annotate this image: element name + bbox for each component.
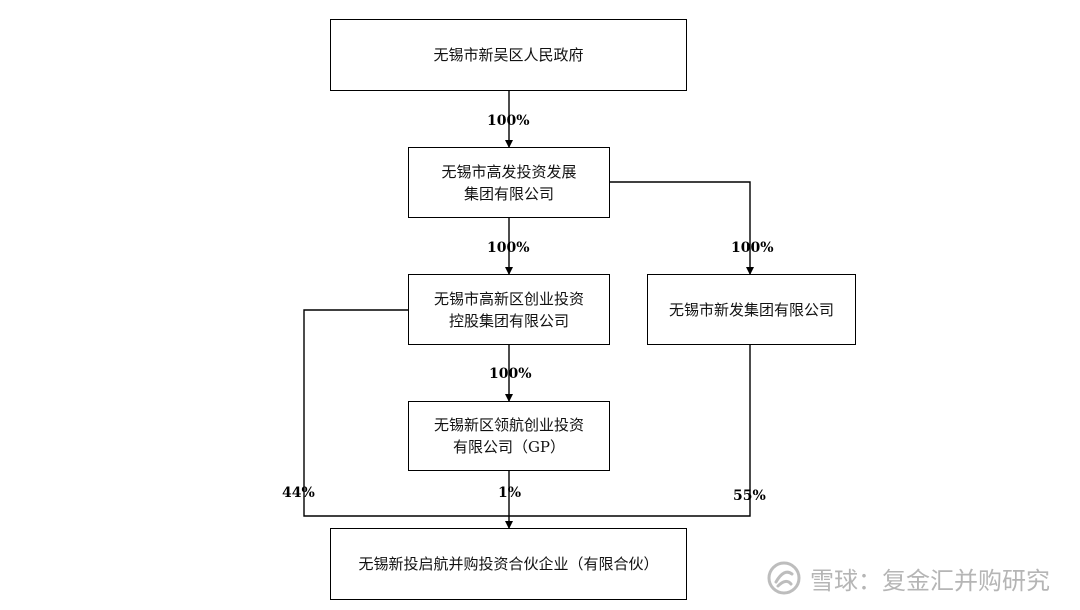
node-gaoxinqu-line-1: 无锡市高新区创业投资 xyxy=(433,289,584,308)
node-gaoxinqu: 无锡市高新区创业投资 控股集团有限公司 xyxy=(408,274,610,345)
pct-gaofa-gaoxinqu: 100% xyxy=(487,240,530,256)
node-gov-line-1: 无锡市新吴区人民政府 xyxy=(433,46,584,64)
pct-gaoxinqu-linghang: 100% xyxy=(489,366,532,382)
pct-xinfa-fund: 55% xyxy=(733,488,766,504)
watermark-text: 雪球：复金汇并购研究 xyxy=(810,566,1050,595)
node-gaoxinqu-line-2: 控股集团有限公司 xyxy=(448,311,569,330)
node-gaofa-line-2: 集团有限公司 xyxy=(463,184,554,203)
watermark: 雪球：复金汇并购研究 xyxy=(766,560,1050,596)
edge-xinfa-fund xyxy=(509,345,751,517)
node-linghang-line-1: 无锡新区领航创业投资 xyxy=(433,416,584,434)
edge-gaoxinqu-fund xyxy=(303,309,509,517)
node-fund: 无锡新投启航并购投资合伙企业（有限合伙） xyxy=(330,528,687,600)
edge-gaofa-xinfa xyxy=(610,181,754,275)
node-linghang: 无锡新区领航创业投资 有限公司（GP） xyxy=(408,401,610,471)
pct-gaoxinqu-fund: 44% xyxy=(282,485,315,501)
pct-gaofa-xinfa: 100% xyxy=(731,240,774,256)
node-linghang-line-2: 有限公司（GP） xyxy=(452,438,566,456)
node-gov: 无锡市新吴区人民政府 xyxy=(330,19,687,91)
pct-linghang-fund: 1% xyxy=(498,485,522,501)
node-gaofa: 无锡市高发投资发展 集团有限公司 xyxy=(408,147,610,218)
node-gaofa-line-1: 无锡市高发投资发展 xyxy=(441,162,577,181)
snowball-logo-icon xyxy=(767,561,801,595)
pct-gov-gaofa: 100% xyxy=(487,113,530,129)
node-xinfa: 无锡市新发集团有限公司 xyxy=(647,274,856,345)
node-fund-line-1: 无锡新投启航并购投资合伙企业（有限合伙） xyxy=(358,555,659,573)
node-xinfa-line-1: 无锡市新发集团有限公司 xyxy=(668,300,834,319)
